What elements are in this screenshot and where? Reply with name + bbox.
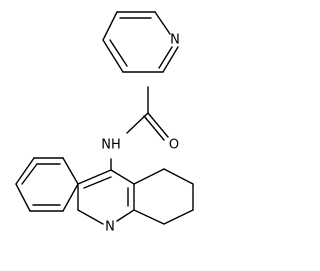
bond	[158, 46, 173, 69]
bond	[163, 209, 194, 225]
bond	[163, 168, 194, 185]
bond	[143, 115, 165, 141]
bond	[109, 39, 128, 67]
amide-nh-label: NH	[101, 138, 121, 153]
bond	[15, 183, 31, 212]
carbonyl-oxygen-label: O	[169, 138, 179, 153]
pyridine-nitrogen-label: N	[170, 33, 180, 48]
bond	[62, 157, 79, 185]
bond	[77, 209, 104, 225]
bond	[110, 169, 135, 185]
bond	[154, 11, 171, 35]
bond	[162, 46, 179, 73]
bond	[83, 176, 112, 189]
bond	[147, 112, 169, 138]
benzo-ring	[15, 157, 79, 212]
acridine-nitrogen-label: N	[105, 220, 115, 235]
pyridine-ring	[102, 11, 179, 73]
bond	[133, 209, 165, 225]
central-ring	[77, 169, 135, 225]
amide-group	[110, 86, 169, 171]
bond	[102, 11, 118, 41]
cyclohexane-ring	[133, 168, 194, 225]
bond	[21, 163, 38, 185]
bond	[116, 209, 135, 222]
bond	[62, 183, 79, 212]
bond	[15, 157, 35, 185]
atom-labels: N O NH N	[101, 33, 180, 235]
bond	[126, 112, 149, 134]
bond	[77, 169, 112, 185]
bond	[102, 39, 124, 73]
molecule-structure: N O NH N	[15, 11, 194, 235]
bond	[133, 168, 165, 185]
